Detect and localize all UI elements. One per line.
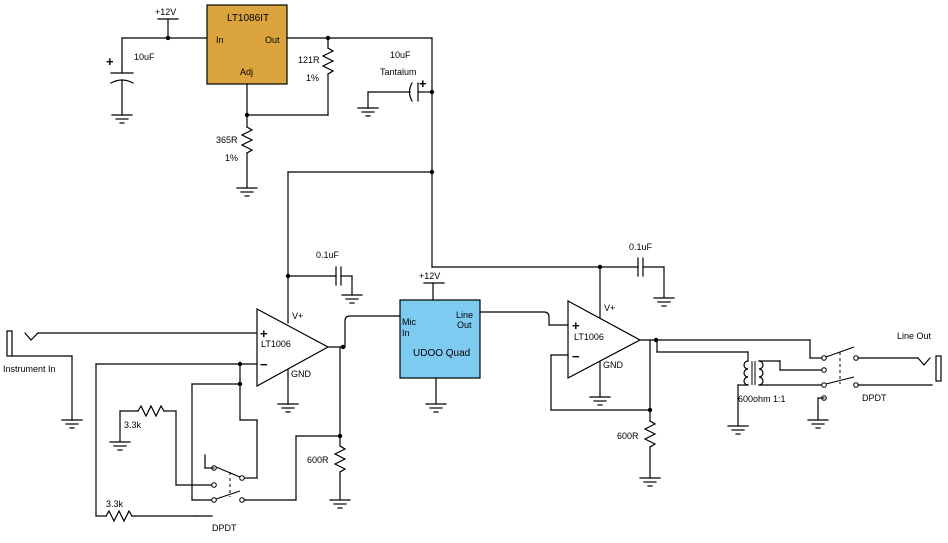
cbypass1-label: 0.1uF [316, 250, 340, 260]
dpdt1-label: DPDT [212, 523, 237, 533]
input-jack-tip [24, 332, 39, 341]
udoo-box [399, 299, 481, 379]
regulator-pin-adj: Adj [240, 67, 253, 77]
regulator-section: +12V + 10uF LT1086IT In Out Adj 121R 1% [106, 4, 675, 324]
resistor-121r [321, 47, 335, 75]
transformer-secondary [758, 360, 764, 386]
resistor-600r-1 [333, 445, 347, 473]
transformer-label: 600ohm 1:1 [738, 394, 786, 404]
ground-symbol [277, 403, 299, 413]
ground-symbol [727, 425, 749, 435]
r121-value: 121R [298, 55, 320, 65]
opamp2-symbol [567, 299, 642, 379]
input-jack-label: Instrument In [3, 364, 56, 374]
opamp1-vplus: V+ [292, 311, 303, 321]
ground-symbol [236, 187, 258, 197]
ctant-type: Tantalum [380, 67, 417, 77]
resistor-3k3-b [105, 509, 133, 523]
r3k3a-label: 3.3k [124, 420, 142, 430]
opamp2-plus: + [572, 318, 580, 333]
supply-label-top: +12V [155, 7, 176, 17]
opamp1-plus: + [260, 326, 268, 341]
resistor-3k3-a [137, 404, 165, 418]
ground-symbol [357, 107, 379, 117]
opamp2-minus: − [572, 349, 580, 364]
r365-value: 365R [216, 135, 238, 145]
opamp1-part: LT1006 [261, 339, 291, 349]
wire-to-udoo-in [344, 315, 401, 348]
supply-label-udoo: +12V [419, 271, 440, 281]
opamp2-vplus: V+ [604, 303, 615, 313]
transformer-primary [743, 360, 749, 386]
ground-symbol [341, 294, 363, 304]
junction [340, 344, 346, 350]
output-jack-label: Line Out [897, 331, 932, 341]
ground-symbol [109, 441, 131, 451]
dpdt-switch-2[interactable] [817, 346, 859, 421]
ground-symbol [653, 297, 675, 307]
udoo-out2: Out [457, 320, 472, 330]
resistor-365r [240, 126, 254, 154]
cin-polarity: + [106, 54, 114, 69]
output-jack-tip [917, 357, 931, 366]
opamp2-gnd: GND [603, 360, 624, 370]
udoo-block: +12V Mic In Line Out UDOO Quad [399, 271, 569, 413]
ground-symbol [425, 403, 447, 413]
output-stage: + − LT1006 V+ GND 600R [550, 299, 942, 487]
ground-symbol [61, 419, 83, 429]
junction [244, 112, 250, 118]
r600-1-label: 600R [307, 455, 329, 465]
ground-symbol [639, 477, 661, 487]
output-jack [935, 355, 942, 382]
opamp1-minus: − [260, 357, 268, 372]
r3k3b-label: 3.3k [106, 499, 124, 509]
opamp2-part: LT1006 [574, 332, 604, 342]
opamp1-symbol [256, 307, 330, 388]
udoo-in1: Mic [402, 317, 416, 327]
input-stage: Instrument In + − LT1006 V+ GND 3.3k 3.3… [3, 307, 401, 533]
wire-udoo-out [479, 311, 569, 326]
cbypass2-label: 0.1uF [629, 242, 653, 252]
junction [237, 381, 243, 387]
regulator-pin-in: In [216, 35, 224, 45]
dpdt2-label: DPDT [862, 393, 887, 403]
ground-symbol [329, 499, 351, 509]
ctant-polarity: + [419, 76, 427, 91]
regulator-box [206, 4, 288, 85]
regulator-part: LT1086IT [227, 13, 269, 24]
r121-tol: 1% [306, 73, 319, 83]
junction [165, 35, 171, 41]
r600-2-label: 600R [617, 431, 639, 441]
udoo-in2: In [402, 328, 410, 338]
ground-symbol [589, 396, 611, 406]
ground-symbol [111, 114, 133, 124]
udoo-out1: Line [456, 310, 473, 320]
dpdt-switch-1[interactable] [194, 454, 297, 517]
resistor-600r-2 [643, 420, 657, 448]
ground-symbol [807, 419, 829, 429]
input-jack [6, 330, 13, 357]
udoo-name: UDOO Quad [413, 348, 470, 359]
opamp1-gnd: GND [291, 369, 312, 379]
cin-label: 10uF [134, 52, 155, 62]
r365-tol: 1% [225, 153, 238, 163]
ctant-value: 10uF [390, 50, 411, 60]
regulator-pin-out: Out [265, 35, 280, 45]
